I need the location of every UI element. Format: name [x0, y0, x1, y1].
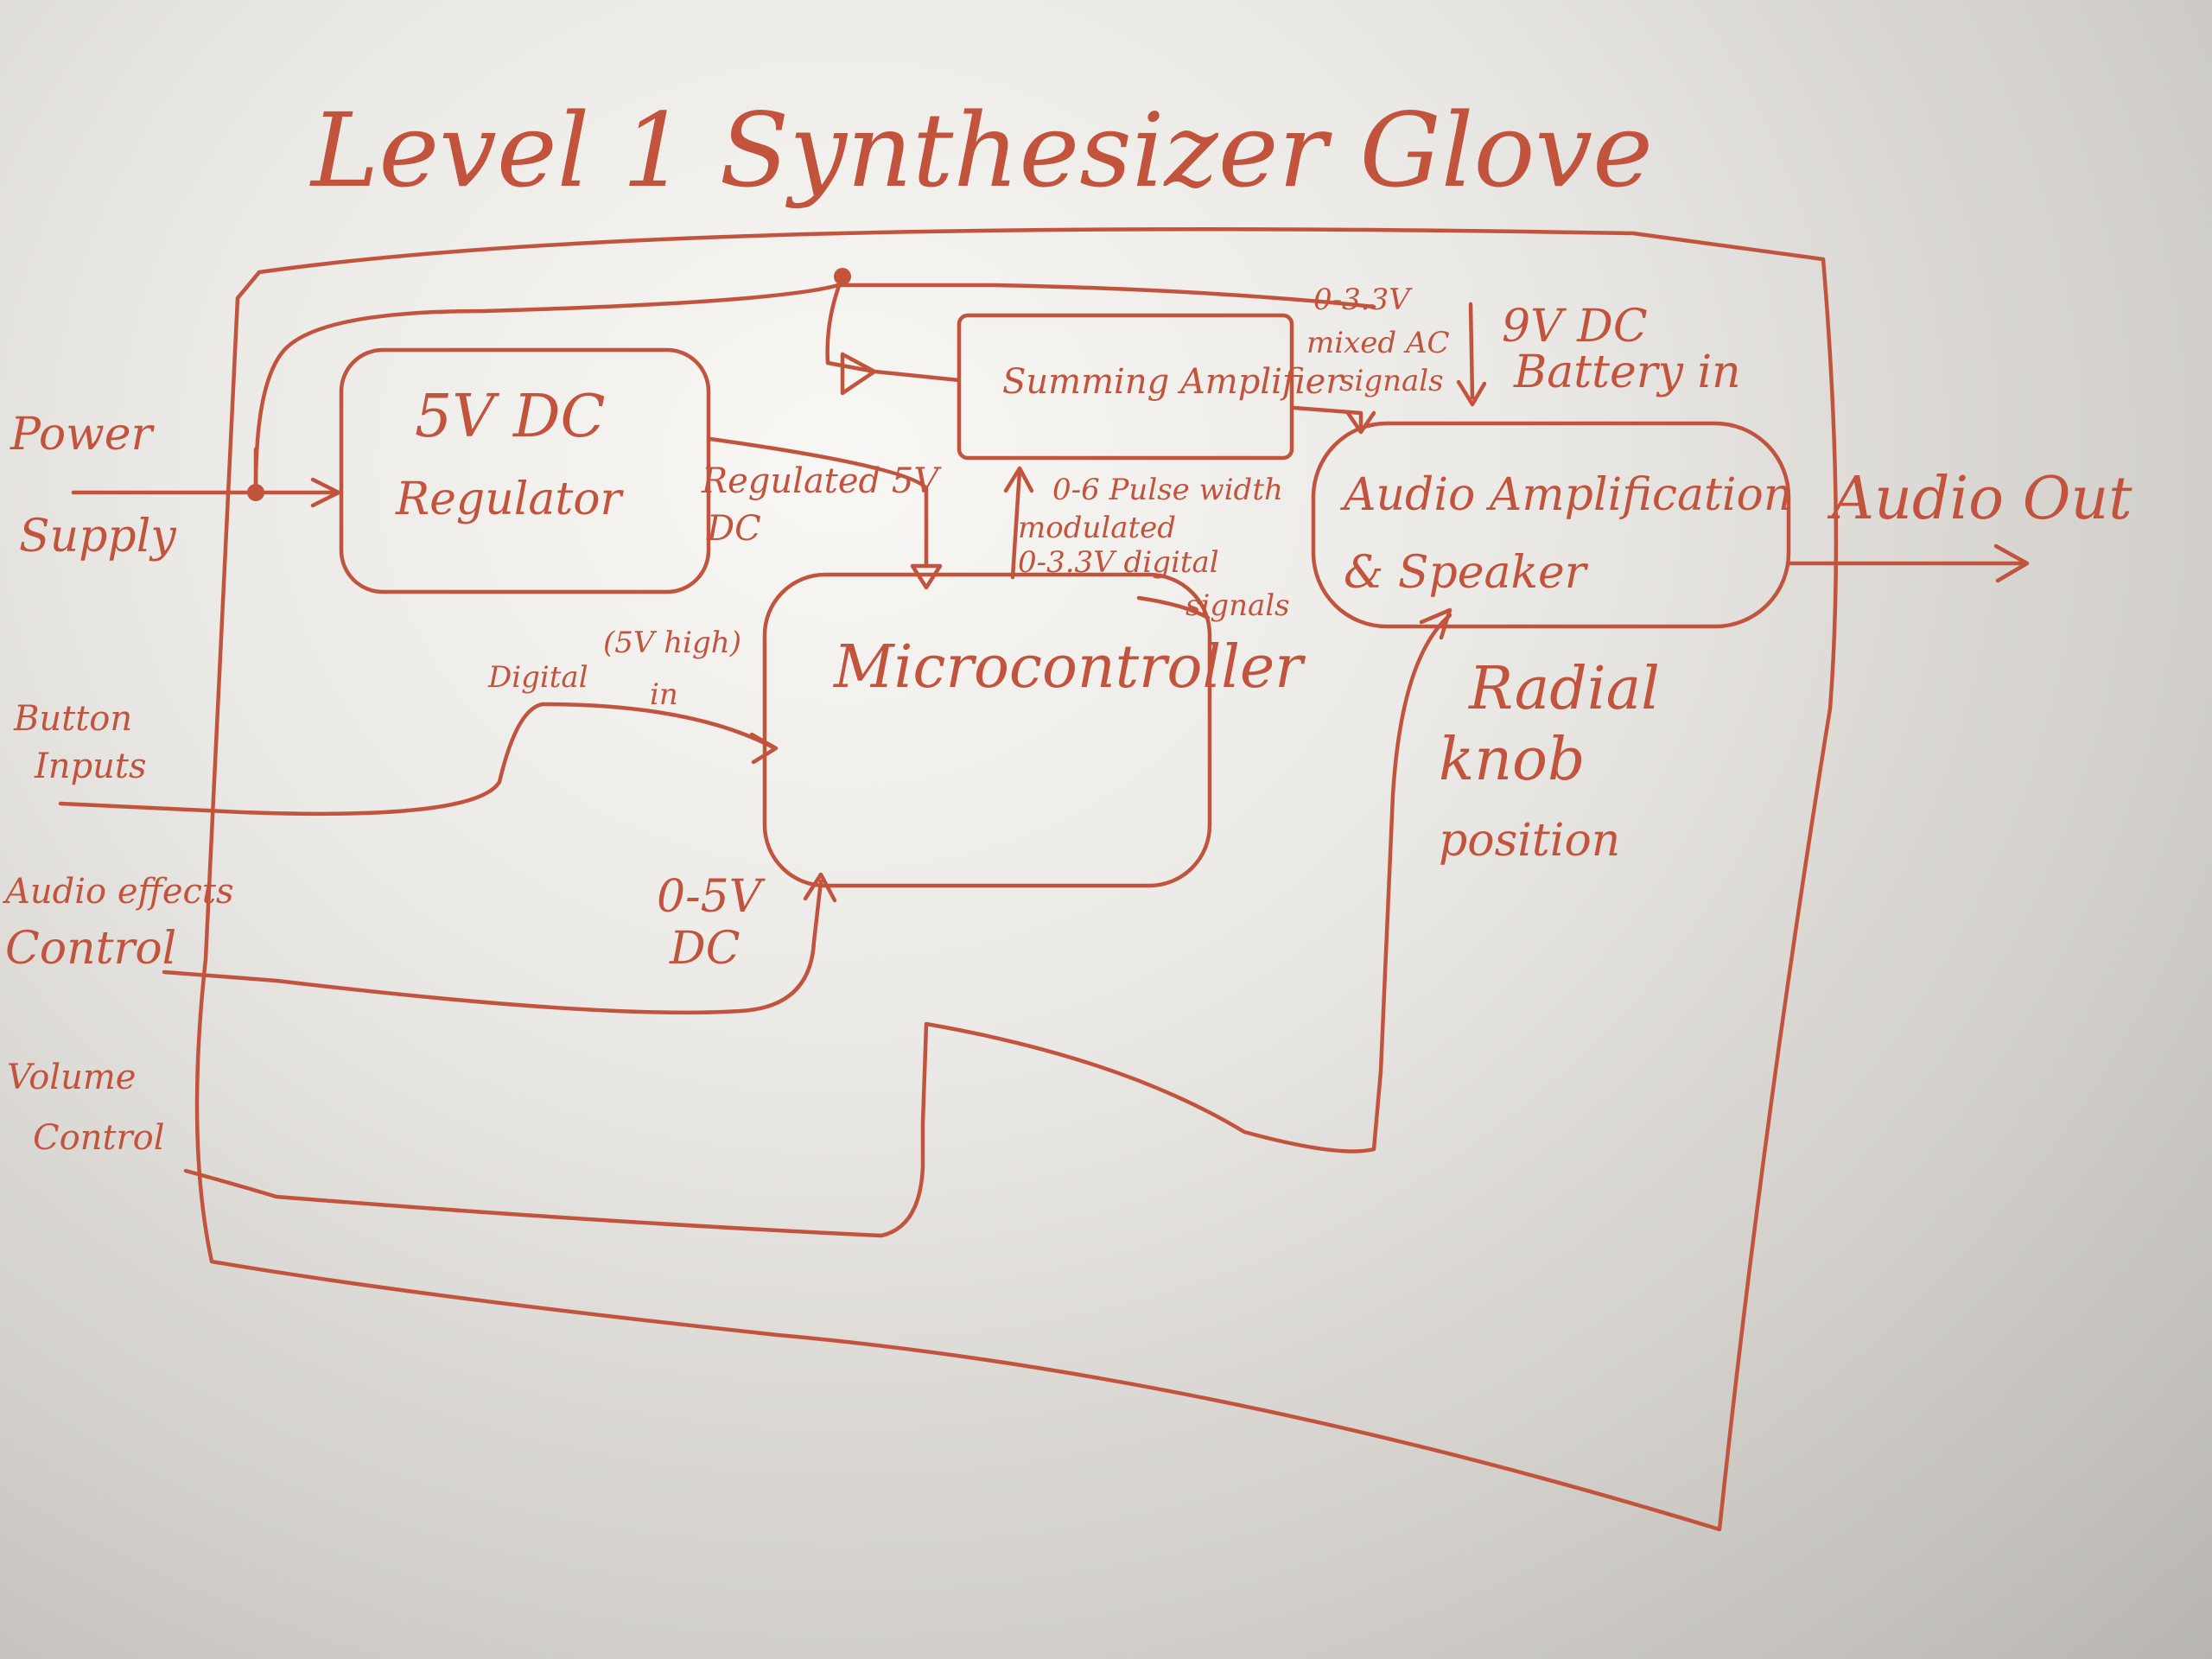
effects-arrowhead — [803, 872, 837, 903]
battery-line — [1468, 302, 1475, 400]
audio-amp-block — [1311, 421, 1791, 629]
pwm-arrowhead — [1003, 466, 1034, 493]
battery-label-1: 9V DC — [1502, 301, 1648, 353]
diagram-title: Level 1 Synthesizer Glove — [309, 91, 1653, 210]
regulator-label-2: Regulator — [395, 474, 625, 525]
battery-label-2: Battery in — [1513, 346, 1741, 398]
regulator-block — [339, 347, 711, 594]
knob-label-1: Radial — [1467, 655, 1660, 723]
power-rail-loop — [253, 283, 1376, 491]
audio-out-label: Audio Out — [1827, 465, 2133, 533]
mixed-label-3: signals — [1339, 364, 1444, 398]
pwm-label-3: 0-3.3V digital — [1018, 545, 1219, 580]
volume-control-label-2: Control — [33, 1118, 165, 1158]
mixed-signal-line — [1292, 405, 1363, 428]
audio-amp-label-1: Audio Amplification — [1340, 469, 1792, 521]
analog-label-1: 0-5V — [657, 871, 766, 923]
microcontroller-block — [762, 572, 1212, 888]
mixed-arrowhead — [1345, 410, 1376, 435]
button-inputs-label-1: Button — [13, 699, 132, 739]
pwm-label-2: modulated — [1018, 511, 1176, 545]
power-arrowhead — [310, 477, 341, 508]
button-inputs-label-2: Inputs — [34, 747, 147, 786]
knob-label-2: knob — [1439, 726, 1585, 794]
audio-out-arrowhead — [1993, 543, 2030, 583]
regulated-label-2: DC — [706, 509, 761, 549]
summing-feed-line — [825, 274, 962, 383]
pwm-signal-line — [1010, 468, 1022, 580]
digital-in-label: in — [650, 677, 678, 712]
volume-arrowhead — [1419, 607, 1452, 640]
pwm-label-4: signals — [1185, 588, 1290, 623]
analog-label-2: DC — [669, 923, 740, 975]
regulated-5v-line — [708, 436, 929, 569]
volume-control-label-1: Volume — [7, 1058, 136, 1097]
summing-amplifier-block — [957, 313, 1294, 461]
mixed-label-2: mixed AC — [1306, 326, 1450, 360]
regulated-arrowhead — [910, 563, 943, 590]
regulator-label-1: 5V DC — [415, 383, 606, 451]
effects-control-label-1: Audio effects — [2, 872, 234, 912]
microcontroller-label: Microcontroller — [832, 633, 1306, 702]
digital-5v-high-label: (5V high) — [603, 626, 741, 660]
button-arrowhead — [749, 732, 779, 765]
pwm-label-1: 0-6 Pulse width — [1052, 473, 1283, 507]
summing-amplifier-label: Summing Amplifier — [1002, 362, 1344, 402]
effects-control-label-2: Control — [5, 923, 176, 975]
summing-input-triangle — [840, 352, 877, 396]
power-supply-label-2: Supply — [19, 511, 176, 563]
regulated-label-1: Regulated 5V — [701, 461, 942, 501]
button-input-line — [58, 702, 776, 817]
glove-boundary — [194, 227, 1839, 1532]
volume-control-line — [183, 613, 1452, 1238]
mixed-label-1: 0-3.3V — [1313, 283, 1413, 317]
effects-control-line — [162, 879, 823, 1015]
digital-label: Digital — [487, 660, 588, 695]
battery-arrowhead — [1456, 379, 1487, 407]
power-supply-label-1: Power — [10, 409, 155, 461]
pwm-leader-line — [1136, 595, 1211, 620]
audio-amp-label-2: & Speaker — [1344, 547, 1589, 599]
knob-label-3: position — [1439, 815, 1620, 867]
